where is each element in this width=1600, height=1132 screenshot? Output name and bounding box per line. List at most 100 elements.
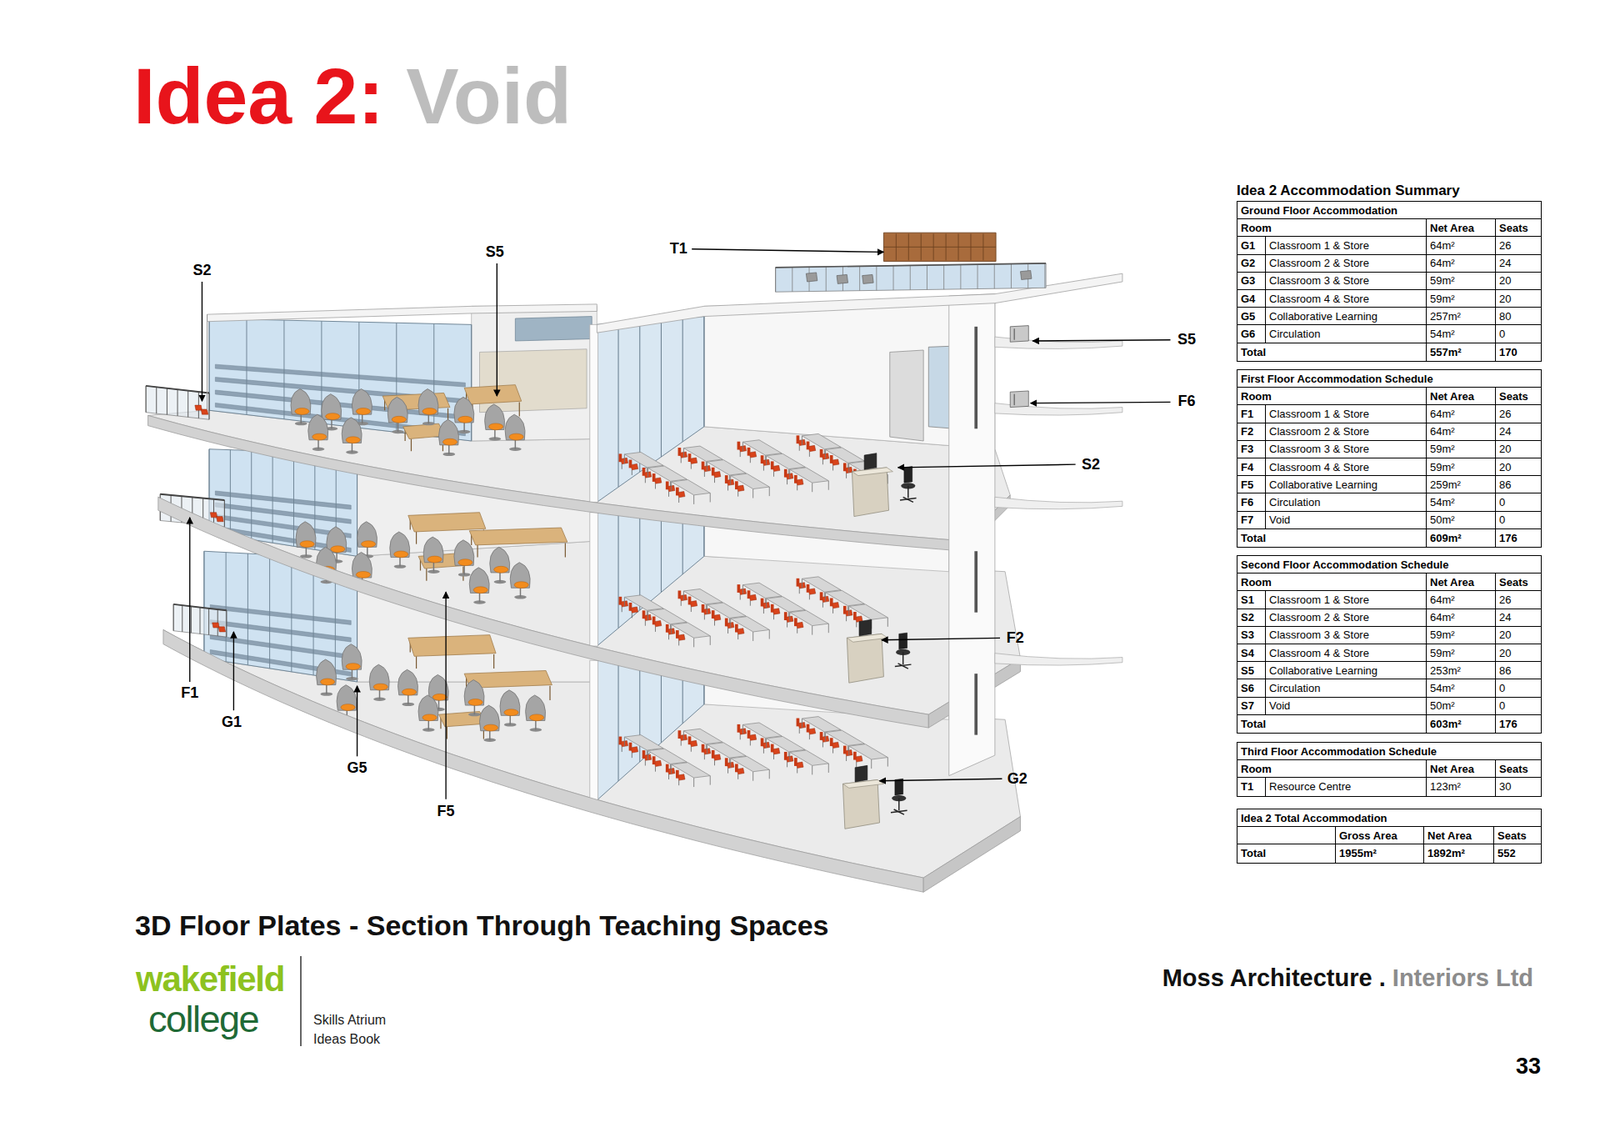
chair-leg <box>740 734 741 740</box>
chair-back <box>642 467 646 476</box>
egg-chair <box>423 536 444 563</box>
egg-chair <box>321 394 342 420</box>
chair <box>808 445 816 451</box>
cell-text: 30 <box>1499 780 1511 792</box>
table-cell: Classroom 3 & Store <box>1265 626 1427 645</box>
chair-back <box>675 770 680 779</box>
table-heading: First Floor Accommodation Schedule <box>1240 373 1434 385</box>
table-cell: 86 <box>1495 475 1541 494</box>
table-cell: 0 <box>1495 325 1541 343</box>
desk-leg <box>811 765 813 775</box>
table-cell: Classroom 4 & Store <box>1265 644 1427 662</box>
desk-leg <box>730 618 731 628</box>
table-cell: Void <box>1265 697 1427 715</box>
cell-text: 64m² <box>1430 611 1455 623</box>
chair-leg <box>727 628 729 634</box>
table-cell: G5 <box>1237 307 1266 325</box>
mullion <box>269 554 270 668</box>
table-cell: 30 <box>1495 777 1541 795</box>
chair-stem <box>428 720 430 730</box>
desk <box>624 595 664 610</box>
table-leg <box>493 654 495 669</box>
desk <box>683 589 723 605</box>
chair-seat <box>345 436 360 444</box>
chair-leg <box>799 445 800 451</box>
chair-back <box>796 718 800 727</box>
cell-text: Classroom 2 & Store <box>1269 611 1370 623</box>
desk <box>825 447 865 463</box>
chair-back <box>830 597 834 606</box>
egg-chair <box>439 419 460 445</box>
rooftop-furniture <box>1020 270 1031 280</box>
callout-label: F2 <box>1006 630 1025 645</box>
desk-leg <box>742 585 744 595</box>
chair-seat <box>320 678 335 685</box>
cell-text: Total <box>1240 532 1266 544</box>
chair-seat <box>514 581 529 589</box>
chair <box>677 634 685 640</box>
table-leg <box>415 655 417 669</box>
chair-back <box>629 460 633 469</box>
desk <box>730 616 770 632</box>
desk-leg <box>683 590 685 600</box>
rooftop-furniture <box>862 274 874 284</box>
chair-stem <box>902 651 904 665</box>
desk-leg <box>624 736 625 746</box>
desk-leg <box>801 718 803 728</box>
chair-stem <box>407 695 409 705</box>
chair-seat <box>394 550 409 558</box>
egg-chair <box>525 695 546 721</box>
table-cell: 20 <box>1495 644 1541 662</box>
rooftop-handrail <box>775 263 1046 268</box>
table-cell: 257m² <box>1426 307 1496 325</box>
desk <box>801 576 841 592</box>
table-cell: G3 <box>1237 272 1266 290</box>
cell-text: Seats <box>1499 763 1529 775</box>
table-cell: 86 <box>1495 661 1541 680</box>
table-cell: 54m² <box>1426 493 1496 511</box>
callout-label-wrap: F6 <box>1178 393 1196 409</box>
chair <box>736 767 745 774</box>
table-cell: Classroom 2 & Store <box>1265 423 1427 441</box>
table-cell: 176 <box>1495 715 1541 733</box>
chair-leg <box>668 634 670 640</box>
firm-name-wrap: Moss Architecture . <box>1162 965 1386 990</box>
table-heading: Second Floor Accommodation Schedule <box>1240 559 1449 570</box>
desk <box>683 728 723 744</box>
cell-text: 1892m² <box>1427 847 1465 859</box>
schedule-table: First Floor Accommodation ScheduleRoomNe… <box>1236 369 1542 548</box>
desk <box>742 582 782 598</box>
cell-text: Room <box>1240 763 1272 775</box>
chair-back <box>794 475 798 484</box>
egg-chair <box>469 567 490 594</box>
chair-back <box>760 598 765 607</box>
cell-text: 59m² <box>1430 461 1455 473</box>
cell-text: Circulation <box>1269 328 1320 340</box>
table-cell <box>1237 826 1336 845</box>
chair-leg <box>714 760 715 765</box>
table-cell: Net Area <box>1424 826 1495 845</box>
callout-label: G1 <box>221 714 242 730</box>
table-cell: Total <box>1237 529 1427 547</box>
table-heading-row: Second Floor Accommodation Schedule <box>1237 555 1541 574</box>
desk-leg <box>769 486 770 496</box>
cell-text: 257m² <box>1430 310 1461 322</box>
table-cell: 0 <box>1495 511 1541 530</box>
chair <box>690 740 698 746</box>
cell-text: G6 <box>1240 328 1255 340</box>
table-cell: S2 <box>1237 609 1266 627</box>
cell-text: S6 <box>1240 682 1255 694</box>
table-leg <box>476 545 478 558</box>
chair-stem <box>489 730 490 740</box>
chair-back <box>760 455 765 464</box>
rooftop-post <box>775 267 776 292</box>
table-cell: Seats <box>1495 760 1541 778</box>
table-cell: 54m² <box>1426 325 1496 343</box>
chair <box>749 734 757 740</box>
callout-label-wrap: G1 <box>221 714 242 730</box>
chair-leg <box>845 615 847 621</box>
chair-leg <box>740 594 741 600</box>
page-number: 33 <box>1515 1055 1541 1078</box>
desk <box>648 608 688 624</box>
table-cell: Net Area <box>1426 219 1496 237</box>
